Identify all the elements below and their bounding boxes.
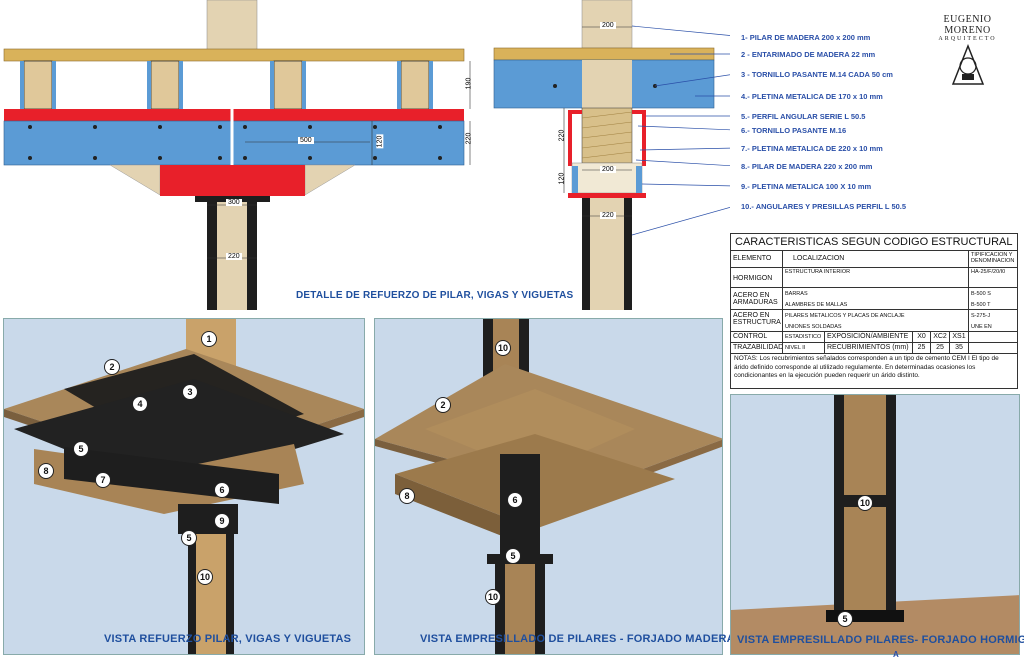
mallas-text: ALAMBRES DE MALLAS	[785, 302, 848, 308]
view1-caption: VISTA REFUERZO PILAR, VIGAS Y VIGUETAS	[104, 633, 352, 645]
row-estructura: ACERO EN ESTRUCTURA PILARES METALICOS Y …	[731, 310, 1017, 332]
row-trazabilidad: TRAZABILIDAD NIVEL II RECUBRIMIENTOS (mm…	[731, 343, 1017, 354]
table-header-row: ELEMENTO LOCALIZACION TIPIFICACION Y DEN…	[731, 251, 1017, 268]
v2-badge-10b: 10	[485, 589, 501, 605]
table-title: CARACTERISTICAS SEGUN CODIGO ESTRUCTURAL	[735, 236, 1013, 248]
mallas-tip: B-500 T	[971, 302, 991, 308]
acero-armaduras-label: ACERO EN ARMADURAS	[731, 288, 783, 309]
dim-top-200: 200	[600, 22, 616, 29]
legend-item-3: 3 - TORNILLO PASANTE M.14 CADA 50 cm	[741, 70, 893, 79]
view1-panel	[3, 318, 365, 655]
v2-badge-10a: 10	[495, 340, 511, 356]
dim-500: 500	[298, 137, 314, 144]
v2-badge-8: 8	[399, 488, 415, 504]
view3-illustration	[731, 395, 1019, 654]
barras-text: BARRAS	[785, 291, 808, 297]
legend-item-5: 5.- PERFIL ANGULAR SERIE L 50.5	[741, 112, 866, 121]
logo: EUGENIO MORENO ARQUITECTO	[920, 14, 1015, 91]
col-elemento: ELEMENTO	[731, 251, 783, 267]
v2-badge-2: 2	[435, 397, 451, 413]
nivel-text: NIVEL II	[783, 343, 825, 353]
soldadas-text: UNIONES SOLDADAS	[785, 324, 842, 330]
v3-badge-10: 10	[857, 495, 873, 511]
dim-220: 220	[465, 132, 473, 145]
v1-badge-4: 4	[132, 396, 148, 412]
r3-value: 35	[950, 343, 969, 353]
r1-value: 25	[913, 343, 931, 353]
v1-badge-8: 8	[38, 463, 54, 479]
legend-item-7: 7.- PLETINA METALICA DE 220 x 10 mm	[741, 144, 883, 153]
exposicion-label: EXPOSICIÓN/AMBIENTE	[825, 332, 913, 342]
v1-badge-6: 6	[214, 482, 230, 498]
section-title: DETALLE DE REFUERZO DE PILAR, VIGAS Y VI…	[296, 290, 574, 301]
col-localizacion: LOCALIZACION	[783, 251, 969, 267]
view2-illustration	[375, 319, 722, 654]
armaduras-tip: B-500 S B-500 T	[969, 288, 1019, 309]
col-tipificacion: TIPIFICACION Y DENOMINACION	[971, 252, 1015, 264]
acero-estructura-label: ACERO EN ESTRUCTURA	[731, 310, 783, 331]
view3-panel	[730, 394, 1020, 655]
legend-item-8: 8.- PILAR DE MADERA 220 x 200 mm	[741, 162, 873, 171]
v1-badge-5b: 5	[181, 530, 197, 546]
pilares-text: PILARES METALICOS Y PLACAS DE ANCLAJE	[785, 313, 905, 319]
v1-badge-2: 2	[104, 359, 120, 375]
legend-item-2: 2 - ENTARIMADO DE MADERA 22 mm	[741, 50, 876, 59]
legend-item-1: 1- PILAR DE MADERA 200 x 200 mm	[741, 33, 871, 42]
pilares-tip: S-275-J	[971, 313, 991, 319]
r2-value: 25	[931, 343, 950, 353]
row-armaduras: ACERO EN ARMADURAS BARRAS ALAMBRES DE MA…	[731, 288, 1017, 310]
v1-badge-9: 9	[214, 513, 230, 529]
view2-panel	[374, 318, 723, 655]
x0-label: X0	[913, 332, 931, 342]
dim-190: 190	[465, 77, 473, 90]
dim-section-220: 220	[558, 129, 566, 142]
dim-120: 120	[376, 134, 384, 149]
bottom-mark: A	[893, 650, 899, 659]
row-control: CONTROL ESTADISTICO EXPOSICIÓN/AMBIENTE …	[731, 332, 1017, 343]
dim-section-200: 200	[600, 166, 616, 173]
barras-tip: B-500 S	[971, 291, 991, 297]
view3-caption: VISTA EMPRESILLADO PILARES- FORJADO HORM…	[737, 634, 1024, 646]
hormigon-label: HORMIGON	[731, 268, 783, 287]
legend-item-4: 4.- PLETINA METALICA DE 170 x 10 mm	[741, 92, 883, 101]
xs1-label: XS1	[950, 332, 969, 342]
view2-caption: VISTA EMPRESILLADO DE PILARES - FORJADO …	[420, 633, 735, 645]
v1-badge-10: 10	[197, 569, 213, 585]
armaduras-loc: BARRAS ALAMBRES DE MALLAS	[783, 288, 969, 309]
table-notes: NOTAS: Los recubrimientos señalados corr…	[734, 355, 999, 379]
control-label: CONTROL	[731, 332, 783, 342]
v2-badge-5: 5	[505, 548, 521, 564]
structural-table: CARACTERISTICAS SEGUN CODIGO ESTRUCTURAL…	[730, 233, 1018, 389]
soldadas-tip: UNE EN ISO17659	[971, 324, 992, 330]
view1-illustration	[4, 319, 364, 654]
dim-300: 300	[226, 199, 242, 206]
v1-badge-1: 1	[201, 331, 217, 347]
v1-badge-5a: 5	[73, 441, 89, 457]
estadistico-text: ESTADISTICO	[783, 332, 825, 342]
v2-badge-6: 6	[507, 492, 523, 508]
legend-item-9: 9.- PLETINA METALICA 100 X 10 mm	[741, 182, 872, 191]
logo-name: EUGENIO MORENO	[943, 14, 992, 36]
hormigon-tip: HA-25/F/20/I0	[971, 269, 1006, 275]
hormigon-loc: ESTRUCTURA INTERIOR	[783, 268, 969, 287]
estructura-tip: S-275-J UNE EN ISO17659	[969, 310, 1019, 331]
table-title-row: CARACTERISTICAS SEGUN CODIGO ESTRUCTURAL	[731, 234, 1017, 251]
xc2-label: XC2	[931, 332, 950, 342]
estructura-loc: PILARES METALICOS Y PLACAS DE ANCLAJE UN…	[783, 310, 969, 331]
compass-logo-icon	[951, 43, 984, 85]
trazabilidad-label: TRAZABILIDAD	[733, 343, 783, 353]
v3-badge-5: 5	[837, 611, 853, 627]
legend-item-10: 10.- ANGULARES Y PRESILLAS PERFIL L 50.5	[741, 202, 907, 211]
row-hormigon: HORMIGON ESTRUCTURA INTERIOR HA-25/F/20/…	[731, 268, 1017, 288]
v1-badge-3: 3	[182, 384, 198, 400]
left-elevation-drawing	[3, 0, 471, 310]
dim-section-120: 120	[558, 172, 566, 185]
dim-pillar-220: 220	[226, 253, 242, 260]
v1-badge-7: 7	[95, 472, 111, 488]
dim-bottom-220: 220	[600, 212, 616, 219]
legend-item-6: 6.- TORNILLO PASANTE M.16	[741, 126, 847, 135]
recubrimientos-label: RECUBRIMIENTOS (mm)	[825, 343, 913, 353]
logo-subtitle: ARQUITECTO	[938, 36, 997, 42]
section-drawing	[493, 0, 730, 310]
